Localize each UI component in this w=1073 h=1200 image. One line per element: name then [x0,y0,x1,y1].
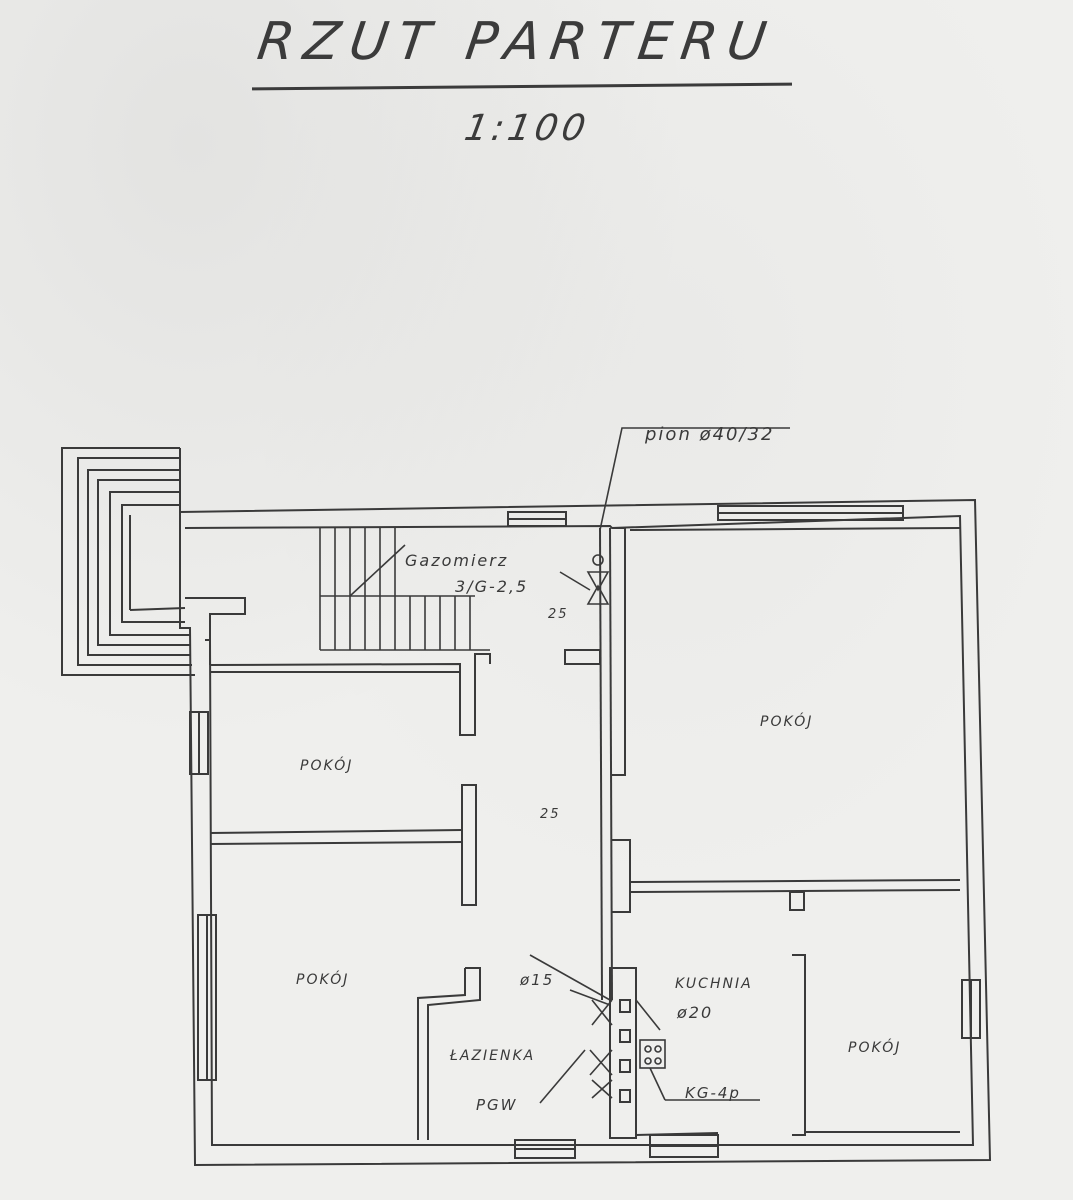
bathroom-label: ŁAZIENKA [449,1048,535,1064]
staircase [319,528,490,651]
pipe-mark-upper: 25 [548,607,569,622]
stove-label: KG-4p [685,1084,741,1102]
windows [189,505,981,1159]
room-label-upper-right: POKÓJ [760,712,813,730]
room-label-lower-left: POKÓJ [296,970,349,988]
gas-installation [529,427,790,1104]
gas-meter-label: Gazomierz [405,551,508,570]
riser-label: pion ø40/32 [644,424,774,445]
kitchen-pipe-label: ø20 [676,1003,713,1022]
gas-meter-code: 3/G-2,5 [455,577,528,596]
entrance-steps [61,447,195,676]
room-label-upper-left: POKÓJ [300,756,353,774]
exterior-walls [179,498,992,1167]
pipe-mark-lower: 25 [540,807,561,822]
bathroom-pipe-label: ø15 [519,971,554,989]
heater-label: PGW [476,1096,518,1114]
interior-walls [209,527,961,1140]
room-label-lower-right: POKÓJ [848,1038,901,1056]
kitchen-label: KUCHNIA [675,976,753,992]
